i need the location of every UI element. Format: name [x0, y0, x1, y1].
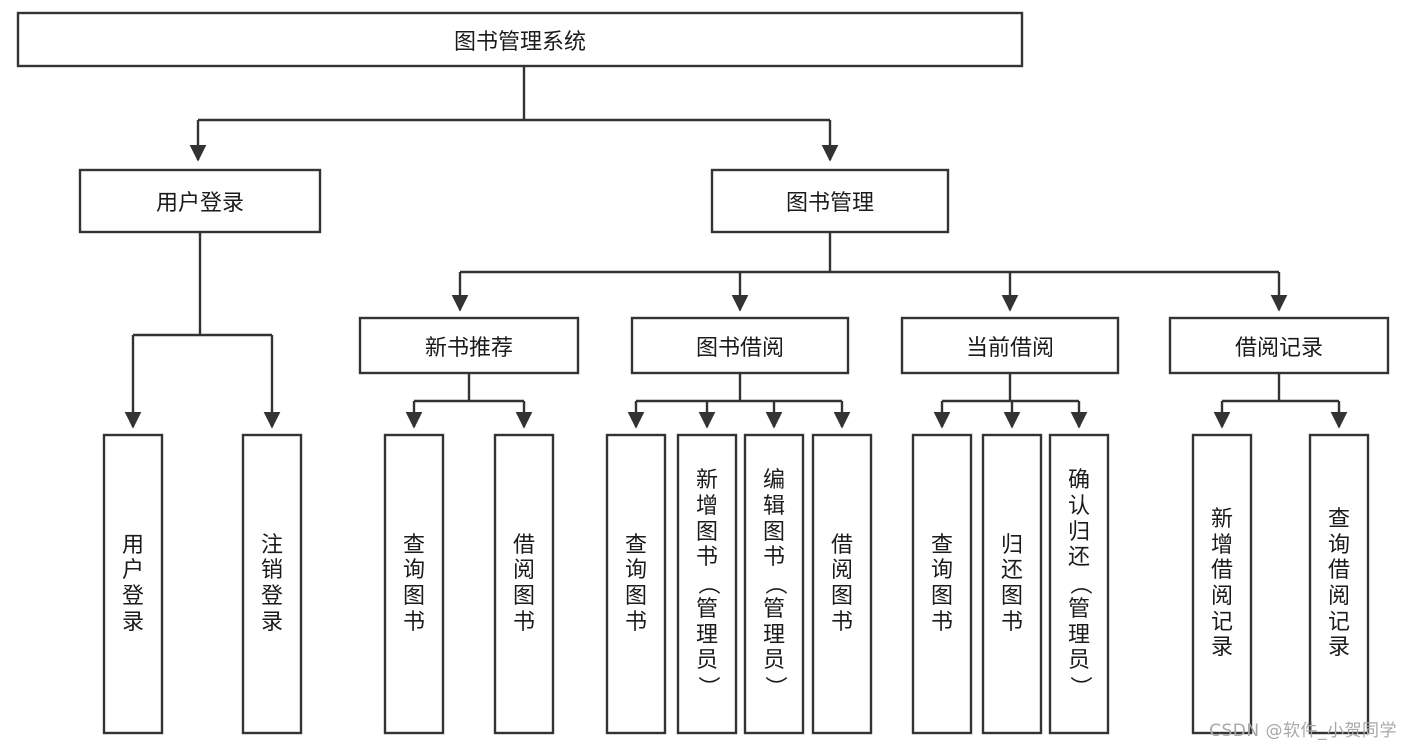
node-user-login[interactable]: [78, 168, 322, 234]
node-leaf-query-book-2[interactable]: [605, 433, 667, 735]
csdn-watermark: CSDN @软件_小贺同学: [1209, 721, 1397, 741]
node-leaf-confirm-return[interactable]: [1048, 433, 1110, 735]
node-leaf-query-book-3[interactable]: [911, 433, 973, 735]
node-leaf-logout[interactable]: [241, 433, 303, 735]
node-leaf-user-login[interactable]: [102, 433, 164, 735]
connector-currentborrow-to-leaves: [933, 373, 1088, 429]
node-book-manage[interactable]: [710, 168, 950, 234]
connector-bookborrow-to-leaves: [627, 373, 851, 429]
connector-userlogin-to-leaves: [124, 232, 281, 429]
connector-newbook-to-leaves: [405, 373, 533, 429]
node-book-borrow[interactable]: [630, 316, 850, 375]
node-leaf-query-record[interactable]: [1308, 433, 1370, 735]
node-root[interactable]: [16, 11, 1024, 68]
node-leaf-add-book[interactable]: [676, 433, 738, 735]
node-borrow-record[interactable]: [1168, 316, 1390, 375]
node-current-borrow[interactable]: [900, 316, 1120, 375]
node-leaf-edit-book[interactable]: [743, 433, 805, 735]
node-leaf-return-book[interactable]: [981, 433, 1043, 735]
node-leaf-add-record[interactable]: [1191, 433, 1253, 735]
node-new-book-recommend[interactable]: [358, 316, 580, 375]
node-leaf-borrow-book-1[interactable]: [493, 433, 555, 735]
connector-root-to-level2: [189, 66, 839, 162]
node-leaf-borrow-book-2[interactable]: [811, 433, 873, 735]
node-leaf-query-book-1[interactable]: [383, 433, 445, 735]
connector-bookmanage-to-level3: [451, 232, 1288, 312]
connector-borrowrecord-to-leaves: [1213, 373, 1348, 429]
